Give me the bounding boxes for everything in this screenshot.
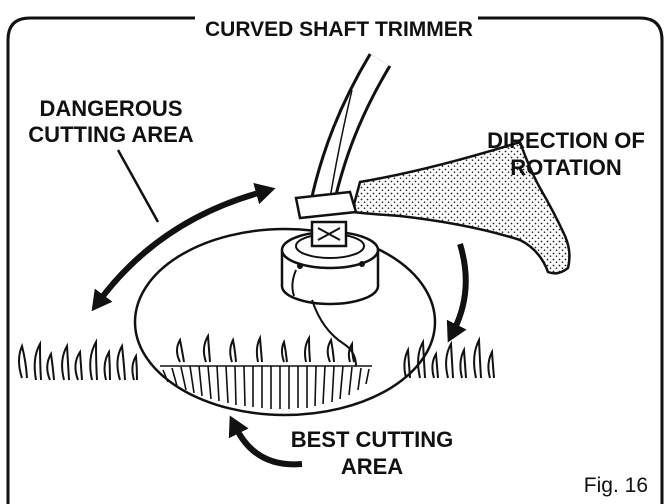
dangerous-label-line1: DANGEROUS	[39, 96, 182, 121]
best-label-line2: AREA	[341, 454, 403, 479]
figure-number: Fig. 16	[584, 474, 648, 497]
rotation-arrow	[446, 243, 469, 343]
dangerous-label-line2: CUTTING AREA	[28, 122, 194, 147]
shaft-clamp	[294, 190, 358, 220]
trimmer-line	[311, 299, 357, 367]
grass-right	[403, 336, 495, 379]
direction-label-line1: DIRECTION OF	[487, 128, 645, 153]
dangerous-area-arrow	[91, 182, 276, 312]
grass-left	[18, 338, 138, 381]
direction-label-line2: ROTATION	[510, 155, 622, 180]
best-cutting-hatching	[160, 365, 372, 409]
grass-in-circle	[176, 332, 355, 363]
figure-title: CURVED SHAFT TRIMMER	[205, 18, 473, 41]
figure-frame	[6, 16, 664, 504]
trimmer-guard	[350, 140, 571, 275]
trimmer-head	[280, 220, 380, 306]
dangerous-pointer-line	[116, 149, 160, 223]
best-label-line1: BEST CUTTING	[291, 427, 454, 452]
best-cutting-arrow	[228, 415, 303, 468]
